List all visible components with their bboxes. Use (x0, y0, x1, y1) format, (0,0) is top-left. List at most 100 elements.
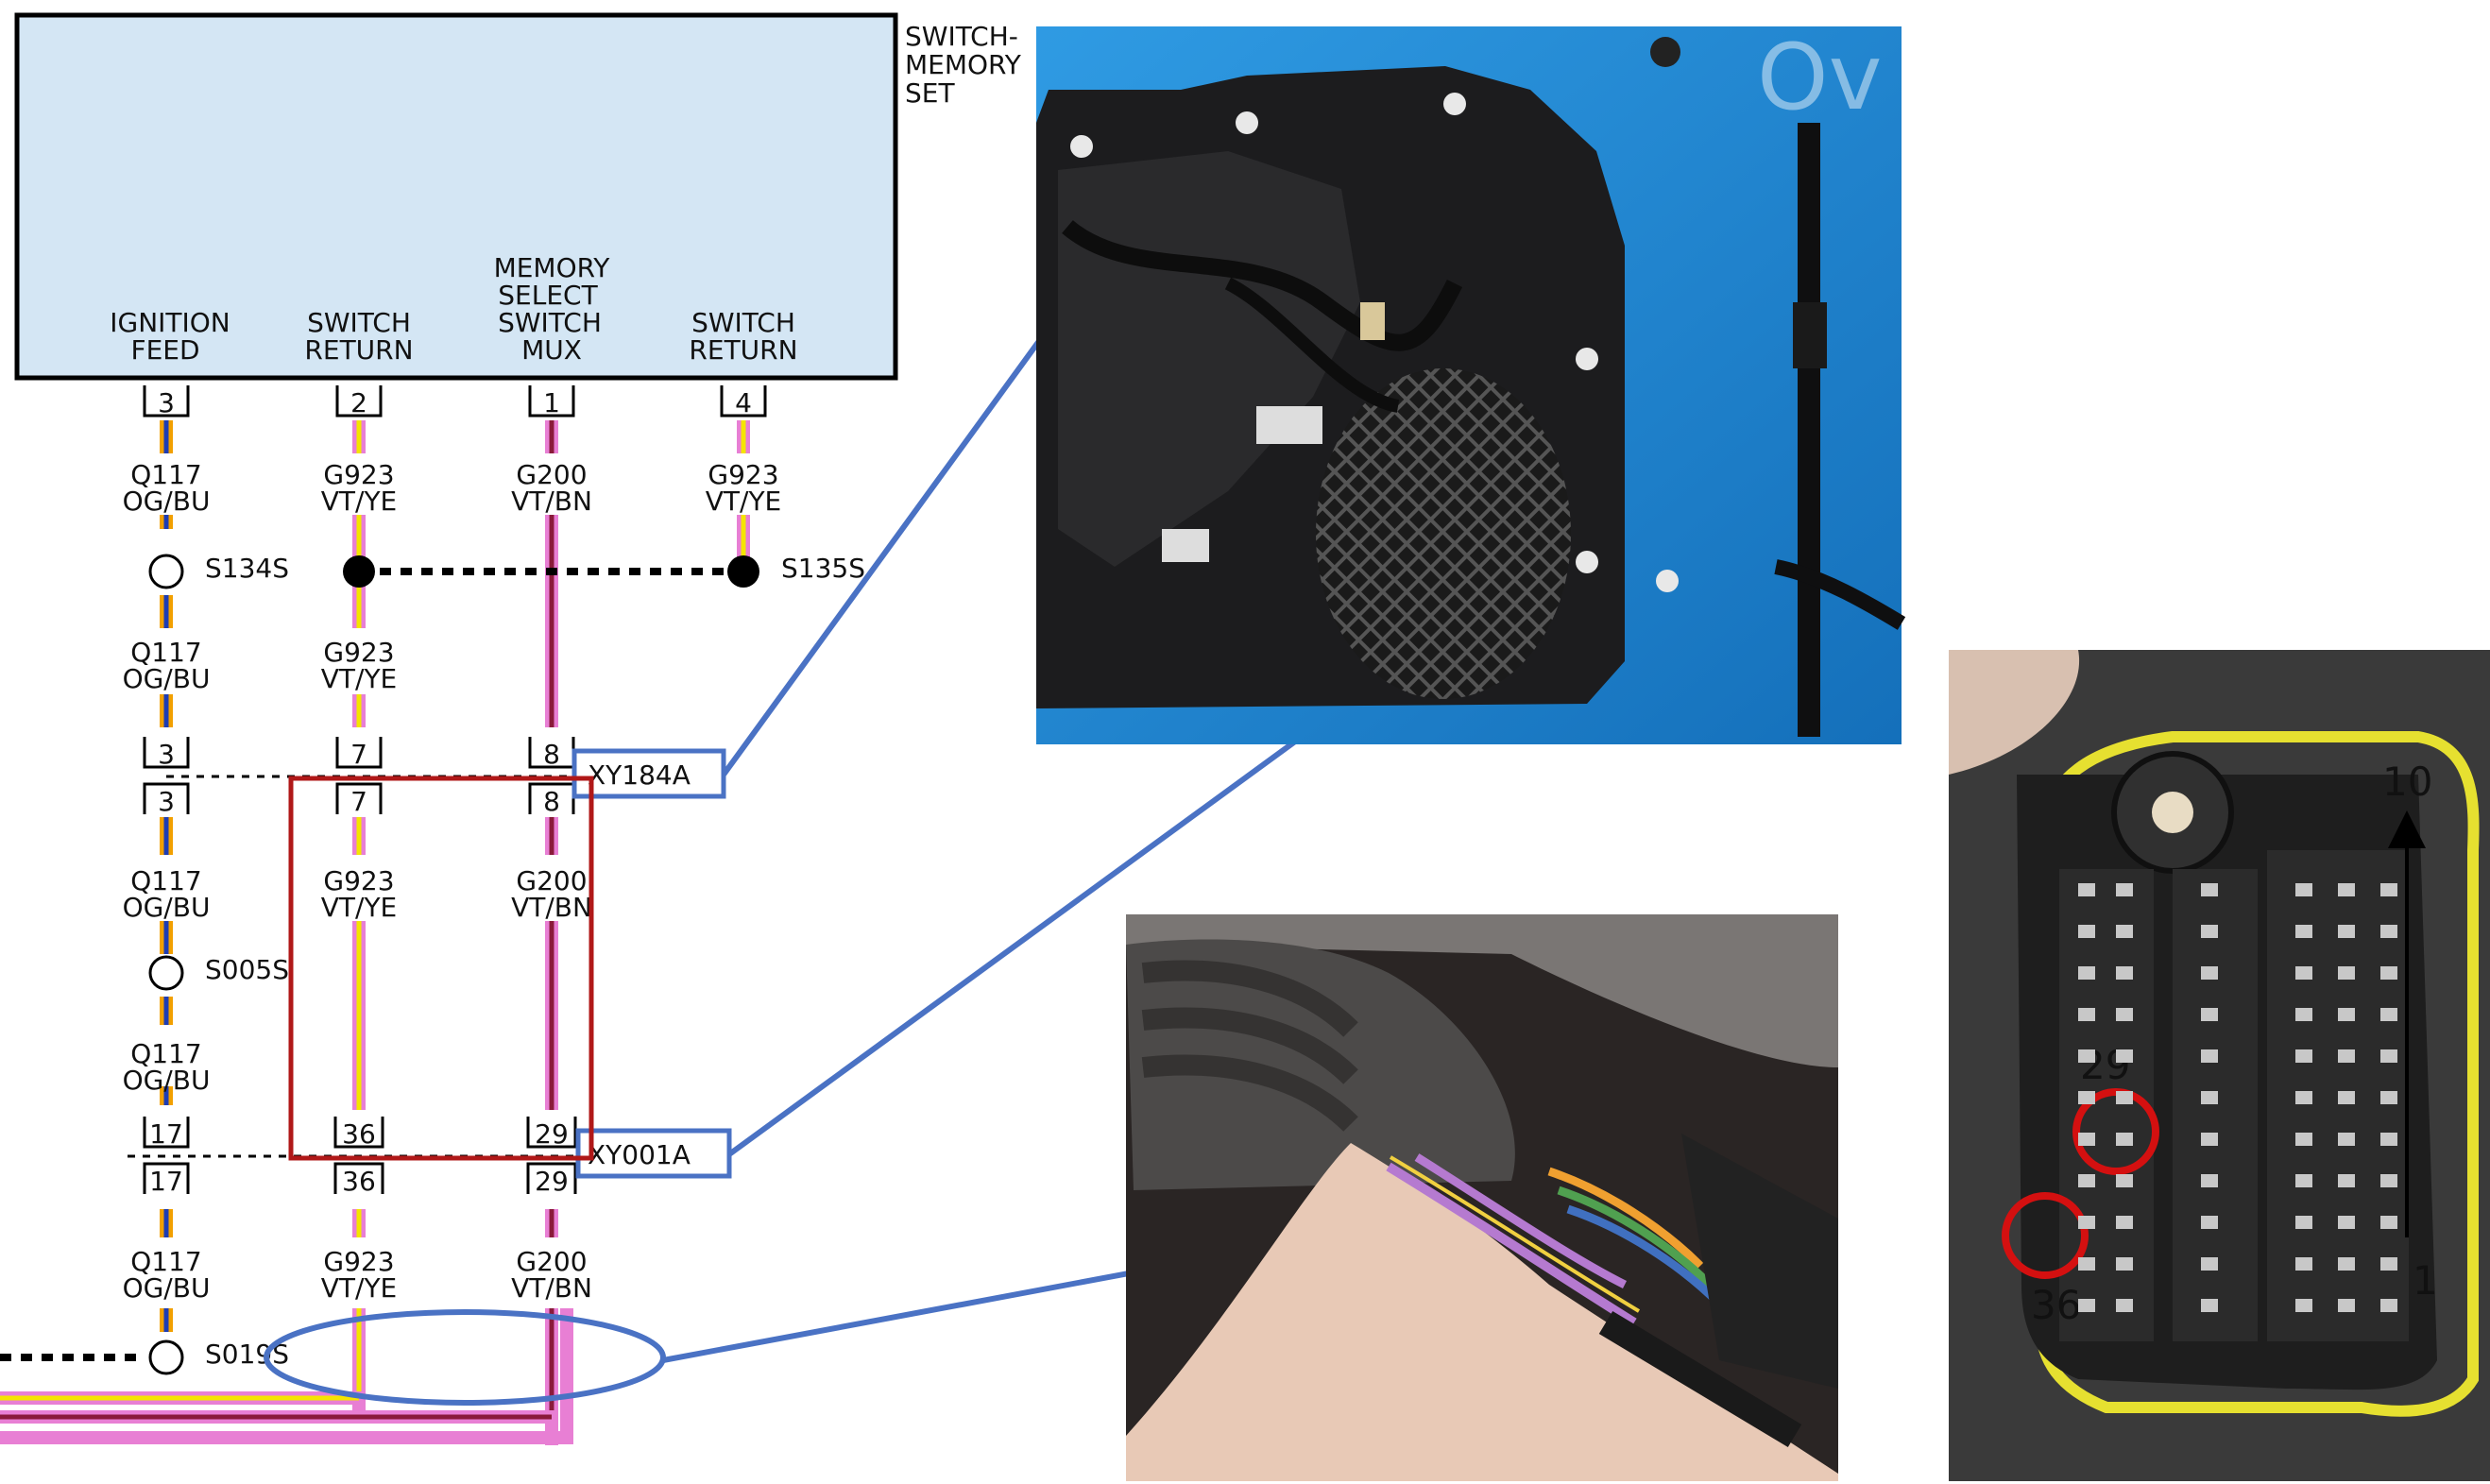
photo-connector-face: 10 1 29 36 (1949, 650, 2490, 1481)
wire-label-q117-5: Q117 (130, 1246, 201, 1277)
xy001a-top-pin-17: 17 (149, 1118, 183, 1150)
module-pin-2: 2 (350, 387, 367, 418)
col-switch-return-b-1: SWITCH (691, 307, 795, 338)
connector-pin-slot (2295, 925, 2312, 938)
connector-pin-slot (2078, 1049, 2095, 1063)
wire-color-q117-1: OG/BU (123, 486, 211, 517)
connector-pin-slot (2338, 883, 2355, 896)
splice-s134s-dot (148, 554, 184, 589)
connector-number-29: 29 (2080, 1042, 2130, 1088)
connector-pin-slot (2380, 1216, 2397, 1229)
xy001a-top-pin-36: 36 (342, 1118, 376, 1150)
splice-s135s-dot (727, 555, 759, 588)
connector-xy001a: 17 36 29 17 36 29 (128, 1117, 577, 1197)
highlight-rectangle (288, 776, 594, 1161)
wire-color-q117-3: OG/BU (123, 892, 211, 923)
xy184a-top-pin-7: 7 (350, 739, 367, 770)
connector-pin-slot (2380, 1299, 2397, 1312)
wire-color-g200-5: VT/BN (511, 1272, 592, 1304)
connector-pin-slot (2116, 1008, 2133, 1021)
wire-label-g923-3: G923 (323, 865, 394, 896)
connector-pin-slot (2078, 1091, 2095, 1104)
connector-pin-slot (2078, 883, 2095, 896)
col-memory-select-4: MUX (521, 334, 582, 366)
col-switch-return-b-2: RETURN (689, 334, 797, 366)
wire-color-g923r-1: VT/YE (706, 486, 782, 517)
wire-color-g200-1: VT/BN (511, 486, 592, 517)
connector-pin-slot (2295, 966, 2312, 980)
connector-pin-slot (2338, 925, 2355, 938)
photo-door-panel: Ov (1036, 25, 1906, 744)
photo-harness-closeup (1126, 914, 1838, 1481)
xy001a-top-pin-29: 29 (535, 1118, 569, 1150)
connector-pin-slot (2201, 1008, 2218, 1021)
harness-callout-ellipse (264, 1309, 666, 1406)
splice-s135s-label: S135S (781, 553, 865, 584)
wire-label-q117-4: Q117 (130, 1038, 201, 1069)
splice-s019s-dot (148, 1339, 184, 1375)
connector-pin-slot (2201, 1091, 2218, 1104)
connector-pin-slot (2338, 1133, 2355, 1146)
connector-pin-slot (2380, 1091, 2397, 1104)
connector-pin-slot (2078, 1174, 2095, 1187)
connector-pin-slot (2295, 1133, 2312, 1146)
connector-pin-slot (2201, 1049, 2218, 1063)
module-pin-1: 1 (543, 387, 560, 418)
connector-pin-slot (2380, 1133, 2397, 1146)
connector-pin-slot (2078, 1008, 2095, 1021)
connector-pin-slot (2078, 925, 2095, 938)
col-memory-select-1: MEMORY (494, 252, 611, 283)
connector-pin-slot (2201, 1216, 2218, 1229)
connector-pin-slot (2201, 1257, 2218, 1271)
pin-36-highlight-circle (2002, 1192, 2089, 1279)
connector-pin-slot (2295, 1008, 2312, 1021)
module-name-line-3: SET (905, 77, 955, 109)
xy001a-bot-pin-29: 29 (535, 1166, 569, 1197)
module-pin-3: 3 (158, 387, 175, 418)
module-name-line-1: SWITCH- (905, 21, 1018, 52)
connector-pin-slot (2201, 883, 2218, 896)
connector-number-10: 10 (2382, 759, 2432, 805)
connector-pin-slot (2078, 1257, 2095, 1271)
wire-color-g923-5: VT/YE (321, 1272, 398, 1304)
wire-label-g200-3: G200 (516, 865, 587, 896)
connector-pin-slot (2116, 1133, 2133, 1146)
wire-label-g923-5: G923 (323, 1246, 394, 1277)
connector-pin-slot (2380, 925, 2397, 938)
xy001a-bot-pin-17: 17 (149, 1166, 183, 1197)
arrow-xy184a-to-door (721, 264, 1095, 776)
xy184a-top-pin-3: 3 (158, 739, 175, 770)
connector-pin-slot (2295, 1174, 2312, 1187)
connector-pin-slot (2338, 1091, 2355, 1104)
connector-pin-slot (2380, 1049, 2397, 1063)
connector-pin-slot (2338, 1174, 2355, 1187)
col-memory-select-3: SWITCH (498, 307, 602, 338)
xy184a-bot-pin-8: 8 (543, 786, 560, 817)
wire-label-g200-5: G200 (516, 1246, 587, 1277)
connector-pin-slot (2078, 966, 2095, 980)
xy184a-label-box (571, 748, 726, 799)
wire-label-q117-3: Q117 (130, 865, 201, 896)
connector-pin-slot (2078, 1299, 2095, 1312)
connector-pin-slot (2078, 1133, 2095, 1146)
connector-pin-slot (2380, 1257, 2397, 1271)
connector-pin-slot (2338, 1257, 2355, 1271)
connector-pin-slot (2116, 1091, 2133, 1104)
connector-pin-slot (2116, 1299, 2133, 1312)
xy001a-label: XY001A (588, 1139, 691, 1170)
splice-s005s-dot (148, 955, 184, 991)
door-watermark: Ov (1757, 25, 1882, 130)
wire-color-g923-3: VT/YE (321, 892, 398, 923)
wire-label-g200-1: G200 (516, 459, 587, 490)
wire-color-q117-5: OG/BU (123, 1272, 211, 1304)
connector-pin-slot (2116, 925, 2133, 938)
connector-pin-slot (2338, 1049, 2355, 1063)
splice-s005s-label: S005S (205, 954, 289, 985)
wire-color-q117-2: OG/BU (123, 663, 211, 694)
xy184a-top-pin-8: 8 (543, 739, 560, 770)
col-switch-return-a-2: RETURN (304, 334, 413, 366)
module-pin-boxes: 3 2 1 4 (143, 385, 767, 418)
module-pin-4: 4 (735, 387, 752, 418)
wire-label-g923-2: G923 (323, 637, 394, 668)
